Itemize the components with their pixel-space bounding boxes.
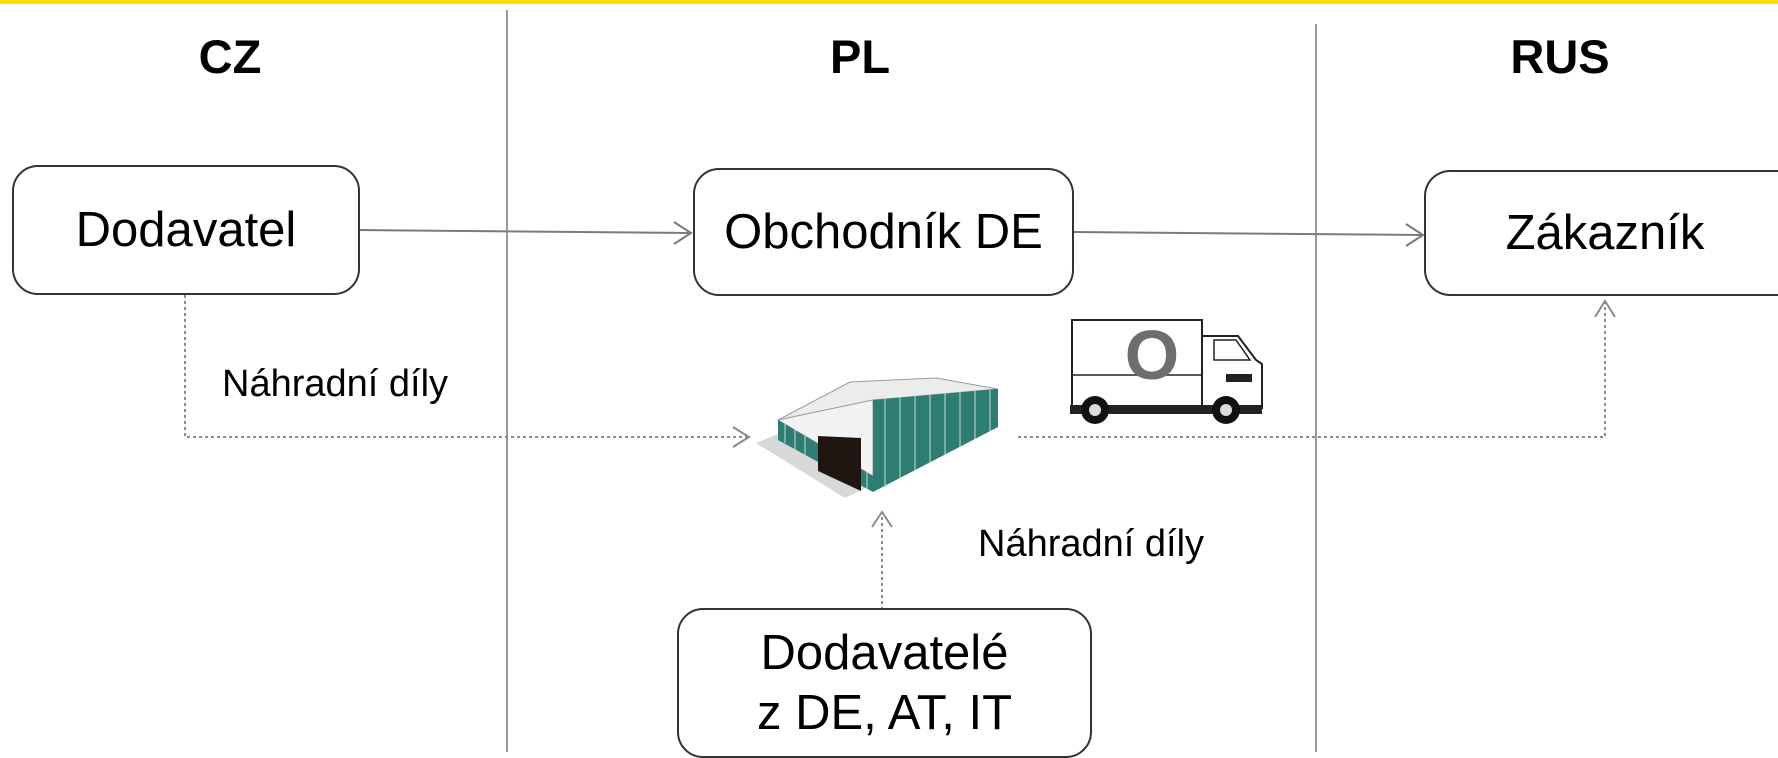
- arrowhead-customer: [1405, 223, 1425, 247]
- flow-label-spare-parts-top: Náhradní díly: [222, 363, 449, 405]
- warehouse-icon: [756, 377, 1000, 498]
- column-divider-right: [1315, 24, 1317, 752]
- flow-label-spare-parts-bottom: Náhradní díly: [978, 523, 1205, 565]
- arrowhead-trader: [673, 221, 693, 245]
- node-suppliers-line1: Dodavatelé: [760, 626, 1009, 680]
- node-supplier: Dodavatel: [12, 165, 360, 295]
- node-customer: Zákazník: [1424, 170, 1778, 296]
- node-supplier-label: Dodavatel: [75, 202, 297, 257]
- column-heading-rus: RUS: [1510, 30, 1610, 83]
- top-accent-rule: [0, 0, 1778, 4]
- node-trader: Obchodník DE: [693, 168, 1074, 296]
- dotted-supplier-to-warehouse: [184, 295, 748, 438]
- column-heading-pl: PL: [829, 30, 891, 83]
- arrowhead-customer-bottom: [1594, 299, 1616, 318]
- arrowhead-warehouse-left: [732, 426, 751, 448]
- arrow-supplier-to-trader: [359, 229, 691, 234]
- arrow-trader-to-customer: [1073, 231, 1423, 236]
- column-heading-cz: CZ: [198, 30, 262, 83]
- node-suppliers-line2: z DE, AT, IT: [756, 686, 1013, 740]
- node-suppliers-de-at-it: Dodavatelé z DE, AT, IT: [677, 608, 1092, 758]
- node-customer-label: Zákazník: [1505, 205, 1705, 260]
- truck-icon: [1070, 319, 1263, 424]
- column-divider-left: [506, 10, 508, 752]
- node-trader-label: Obchodník DE: [724, 204, 1043, 259]
- arrowhead-warehouse-bottom: [871, 510, 893, 528]
- truck-logo-letter: O: [1124, 316, 1180, 394]
